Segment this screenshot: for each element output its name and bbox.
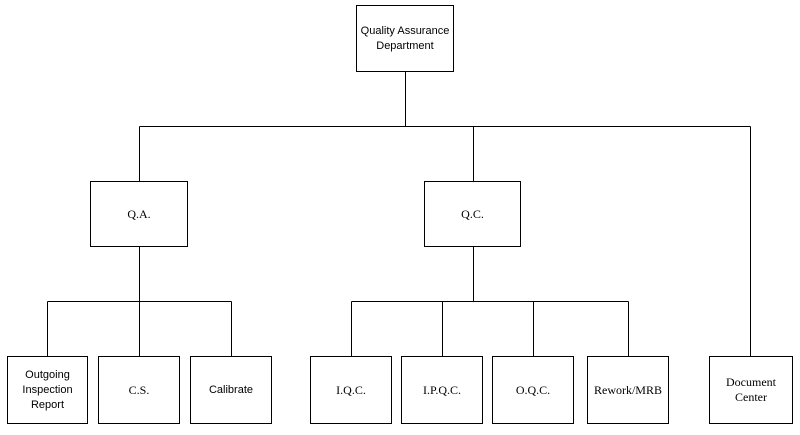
node-label: Document Center (726, 375, 776, 404)
node-quality-assurance-department: Quality Assurance Department (356, 5, 454, 72)
node-document-center: Document Center (709, 356, 793, 424)
node-calibrate: Calibrate (190, 356, 272, 424)
node-outgoing-inspection-report: Outgoing Inspection Report (7, 356, 88, 424)
node-iqc: I.Q.C. (310, 356, 392, 424)
node-label: Q.C. (461, 206, 484, 221)
node-cs: C.S. (98, 356, 180, 424)
node-label: C.S. (128, 382, 150, 397)
node-label: O.Q.C. (515, 382, 551, 397)
node-label: I.P.Q.C. (422, 382, 461, 397)
node-label: Outgoing Inspection Report (22, 368, 73, 411)
node-label: Rework/MRB (593, 382, 662, 397)
node-label: Quality Assurance Department (360, 24, 450, 52)
node-qa: Q.A. (90, 181, 188, 247)
node-qc: Q.C. (424, 181, 521, 247)
node-oqc: O.Q.C. (492, 356, 574, 424)
node-label: I.Q.C. (336, 382, 366, 397)
node-label: Q.A. (127, 206, 151, 221)
node-ipqc: I.P.Q.C. (401, 356, 483, 424)
node-rework-mrb: Rework/MRB (587, 356, 669, 424)
node-label: Calibrate (208, 383, 254, 396)
